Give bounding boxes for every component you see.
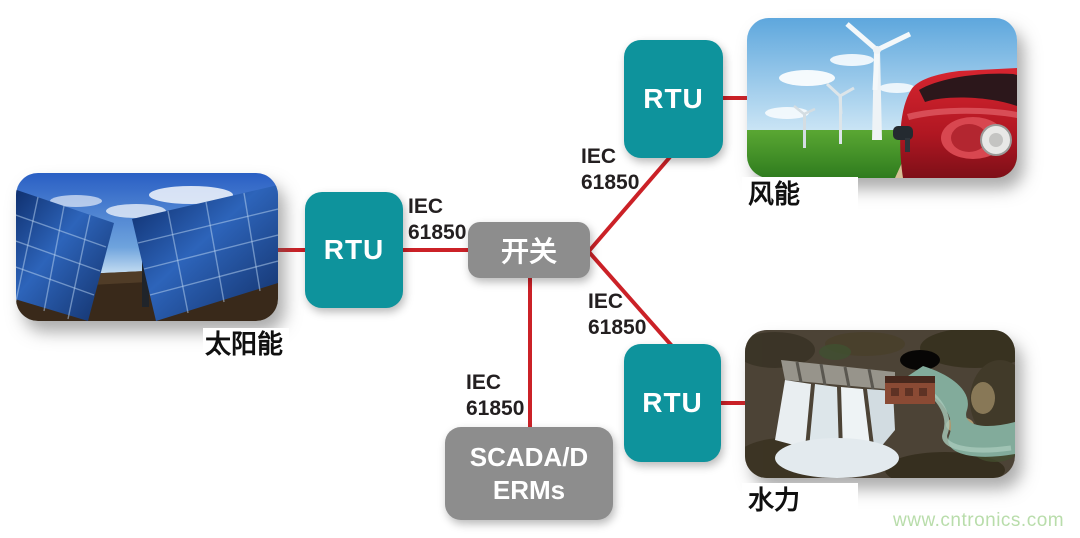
dam-structure	[775, 360, 899, 478]
rtu-node-wind: RTU	[624, 40, 723, 158]
hydro-dam-illustration	[745, 330, 1015, 478]
plunge-pool	[775, 438, 899, 478]
switch-node: 开关	[468, 222, 590, 278]
rtu-node-hydro: RTU	[624, 344, 721, 462]
switch-node-label: 开关	[500, 236, 557, 267]
wind-turbine-small2-icon	[793, 105, 816, 148]
rtu-node-wind-label: RTU	[643, 83, 704, 114]
rtu-node-hydro-label: RTU	[642, 387, 703, 418]
solar-photo	[16, 173, 278, 321]
wind-turbine-small-icon	[825, 82, 855, 144]
side-mirror	[893, 126, 913, 152]
solar-panel-left	[16, 189, 114, 321]
hydro-caption: 水力	[742, 483, 859, 517]
rtu-node-solar: RTU	[305, 192, 403, 308]
wind-photo	[747, 18, 1017, 178]
wind-turbine-icon	[845, 22, 912, 140]
panel-pole	[142, 257, 149, 307]
red-car	[893, 68, 1017, 178]
powerhouse-building	[885, 376, 935, 404]
rtu-node-solar-label: RTU	[323, 234, 385, 265]
solar-caption: 太阳能	[203, 328, 290, 360]
scada-derms-node: SCADA/D ERMs	[445, 427, 613, 520]
scada-label-line2: ERMs	[492, 474, 566, 505]
scada-label-line1: SCADA/D	[469, 441, 589, 472]
solar-panels-illustration	[16, 173, 278, 321]
wind-farm-illustration	[747, 18, 1017, 178]
link-switch-to-hydro-rtu	[587, 250, 674, 348]
link-switch-to-wind-rtu	[587, 155, 672, 253]
wind-caption: 风能	[742, 177, 859, 211]
solar-panel-right	[132, 185, 278, 321]
hydro-photo	[745, 330, 1015, 478]
watermark-url: www.cntronics.com	[893, 510, 1065, 531]
